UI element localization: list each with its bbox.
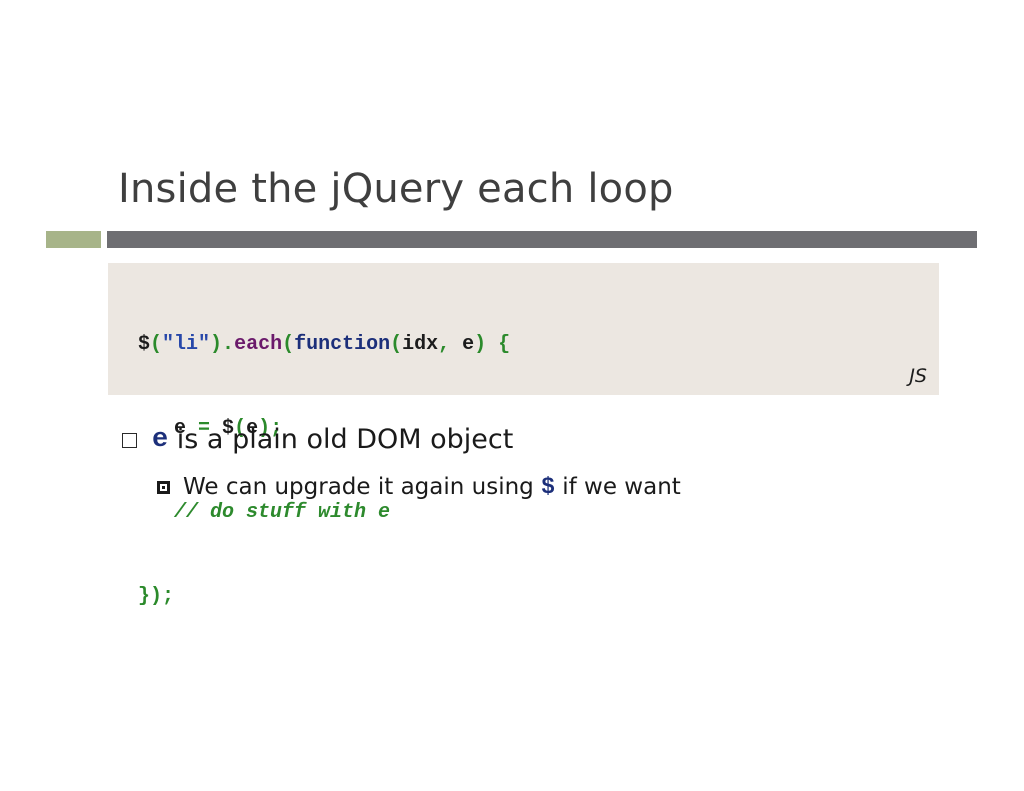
code-token: ( (282, 333, 295, 356)
code-token: function (294, 333, 391, 356)
code-token: ( (234, 417, 247, 440)
title-rule-accent (46, 231, 101, 248)
code-token: ( (150, 333, 163, 356)
language-label: JS (909, 365, 927, 387)
code-indent (138, 501, 174, 524)
code-token: each (234, 333, 283, 356)
hollow-square-bullet-icon (122, 433, 137, 448)
code-comment: // do stuff with e (174, 501, 391, 524)
code-token: $ (222, 417, 235, 440)
code-block: $("li").each(function(idx, e) { e = $(e)… (108, 263, 939, 608)
code-line-1: $("li").each(function(idx, e) { (138, 331, 510, 359)
code-token: ); (258, 417, 283, 440)
code-token: , (438, 333, 463, 356)
code-token: ). (210, 333, 235, 356)
code-token: idx (402, 333, 439, 356)
code-token: e (174, 417, 187, 440)
bullet-level-1: e is a plain old DOM object (122, 424, 513, 455)
code-token: ) { (474, 333, 511, 356)
square-bullet-icon (157, 480, 170, 494)
code-token: e (246, 417, 259, 440)
inline-code: $ (541, 474, 555, 500)
code-token: ( (390, 333, 403, 356)
code-line-4: }); (138, 583, 510, 611)
code-token: $ (138, 333, 151, 356)
code-token: = (186, 417, 223, 440)
slide-title: Inside the jQuery each loop (118, 166, 674, 212)
title-rule-bar (107, 231, 977, 248)
code-line-2: e = $(e); (138, 415, 510, 443)
code-token: "li" (162, 333, 211, 356)
code-token: }); (138, 585, 175, 608)
bullet-text: if we want (554, 474, 681, 500)
code-token: e (462, 333, 475, 356)
code-line-3: // do stuff with e (138, 499, 510, 527)
bullet-text: is a plain old DOM object (168, 424, 514, 455)
bullet-level-2: We can upgrade it again using $ if we wa… (157, 474, 681, 500)
code-content: $("li").each(function(idx, e) { e = $(e)… (138, 275, 510, 667)
bullet-text: We can upgrade it again using (183, 474, 542, 500)
inline-code: e (152, 424, 169, 455)
